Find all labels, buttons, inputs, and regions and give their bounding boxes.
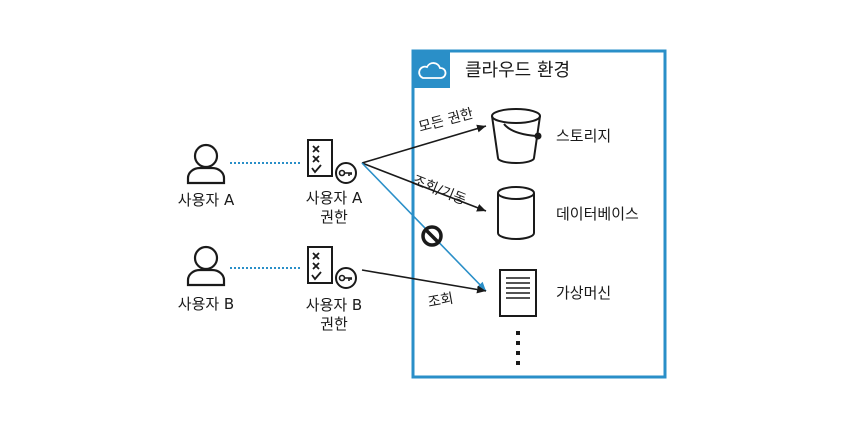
storage-label: 스토리지 — [556, 127, 612, 145]
user-a-icon — [186, 143, 226, 185]
policy-a-label-line1: 사용자 A — [305, 189, 363, 207]
database-icon — [497, 186, 535, 240]
arrow-a-to-storage — [361, 124, 487, 164]
deny-icon — [421, 225, 443, 247]
arrow-b-to-vm — [361, 269, 487, 294]
user-b-label: 사용자 B — [177, 295, 235, 313]
arrow-a-to-vm-denied — [361, 162, 487, 292]
storage-bucket-icon — [491, 108, 542, 164]
more-resources-ellipsis — [516, 331, 520, 365]
vm-label: 가상머신 — [556, 284, 612, 302]
policy-b-label-line2: 권한 — [320, 315, 348, 333]
policy-a-icon — [307, 139, 357, 184]
policy-a-label-line2: 권한 — [320, 208, 348, 226]
policy-b-label-line1: 사용자 B — [305, 296, 363, 314]
vm-document-icon — [499, 269, 537, 317]
cloud-environment-title: 클라우드 환경 — [465, 60, 571, 81]
user-a-label: 사용자 A — [177, 191, 235, 209]
cloud-environment-box — [411, 49, 667, 379]
database-label: 데이터베이스 — [556, 205, 639, 223]
arrow-a-to-database — [361, 162, 487, 212]
user-b-icon — [186, 245, 226, 287]
policy-b-icon — [307, 246, 357, 289]
cloud-icon — [418, 62, 447, 79]
